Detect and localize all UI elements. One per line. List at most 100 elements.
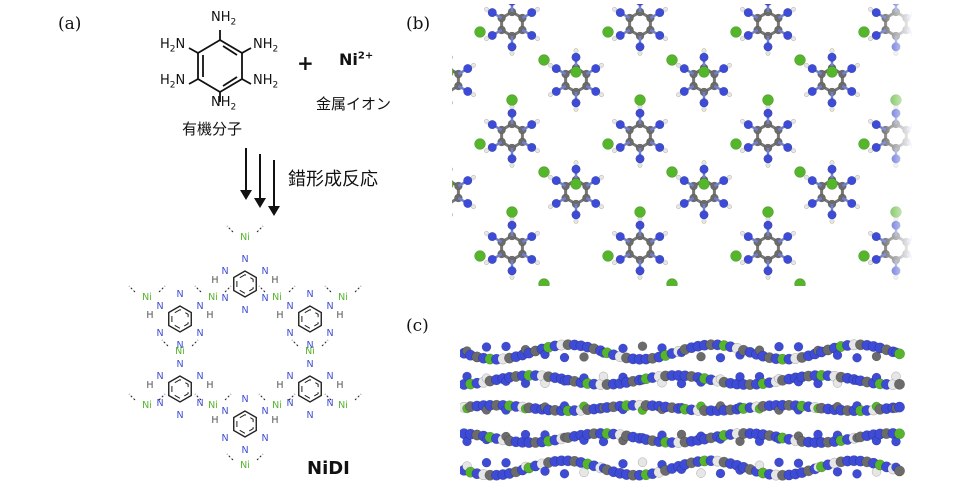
- amine-h-label: H: [276, 380, 283, 391]
- metal-ion-caption: 金属イオン: [316, 95, 392, 113]
- amine-n-label: N: [196, 371, 203, 382]
- coordination-bond: [354, 393, 362, 401]
- layer-atom: [715, 468, 726, 479]
- amine-n-label: N: [176, 359, 183, 370]
- amine-lower-right: NH2: [253, 73, 279, 91]
- amine-bottom: NH2: [211, 95, 237, 113]
- amine-n-label: N: [156, 371, 163, 382]
- amine-n-label: N: [221, 406, 228, 417]
- aromatic-bonds: [236, 274, 254, 294]
- amine-n-label: N: [306, 410, 313, 421]
- nidi-layer-stacking-view: [460, 339, 905, 481]
- amine-n-label: N: [156, 301, 163, 312]
- coordination-bond: [258, 285, 266, 293]
- layer-atom: [559, 352, 570, 363]
- amine-n-label: N: [286, 301, 293, 312]
- layer-atom: [894, 378, 905, 390]
- plus-sign: +: [297, 51, 314, 75]
- panel-label-a: (a): [58, 14, 82, 34]
- coordination-bond: [224, 285, 232, 293]
- coordination-bond: [256, 453, 264, 461]
- layer-atom: [579, 467, 589, 478]
- coordination-bond: [128, 285, 136, 293]
- layer-atom: [871, 351, 882, 362]
- amine-h-label: H: [206, 380, 213, 391]
- amine-n-label: N: [261, 293, 268, 304]
- complexation-reaction-caption: 錯形成反応: [288, 169, 378, 190]
- coordination-bond: [324, 393, 332, 401]
- coordination-bond: [158, 285, 166, 293]
- amine-n-label: N: [196, 301, 203, 312]
- organic-molecule-caption: 有機分子: [182, 120, 243, 138]
- layer-atom: [696, 468, 706, 478]
- amine-n-label: N: [286, 371, 293, 382]
- aromatic-bonds: [171, 309, 189, 329]
- layer-atom: [501, 341, 511, 352]
- amine-h-label: H: [211, 275, 218, 286]
- amine-top: NH2: [211, 10, 237, 28]
- benzene-ring: [233, 270, 257, 298]
- layer-atom: [852, 353, 862, 363]
- benzene-ring: [298, 375, 322, 403]
- amine-n-label: N: [306, 289, 313, 300]
- amine-lower-left: H2N: [160, 73, 186, 91]
- coordination-bond: [288, 285, 296, 293]
- layer-atom: [559, 469, 570, 479]
- coordination-bond: [128, 393, 136, 401]
- amine-n-label: N: [196, 398, 203, 409]
- coordination-bond: [226, 453, 234, 461]
- coordination-bond: [194, 285, 202, 293]
- layer-atom: [832, 467, 843, 477]
- nickel-atom-label: Ni: [142, 292, 152, 303]
- amine-h-label: H: [271, 275, 278, 286]
- amine-n-label: N: [156, 328, 163, 339]
- amine-n-label: N: [176, 340, 183, 351]
- aromatic-bonds: [171, 379, 189, 399]
- amine-n-label: N: [196, 328, 203, 339]
- coordination-bond: [226, 225, 234, 233]
- coordination-bond: [288, 393, 296, 401]
- panel-label-c: (c): [406, 316, 429, 336]
- aromatic-bonds: [301, 379, 319, 399]
- coordination-bond: [291, 339, 299, 347]
- nickel-atom-label: Ni: [305, 346, 315, 357]
- amine-n-label: N: [286, 398, 293, 409]
- reaction-arrows: [240, 148, 280, 216]
- coordination-bond: [191, 339, 199, 347]
- amine-n-label: N: [261, 266, 268, 277]
- layer-atom: [894, 428, 905, 440]
- layer-atom: [637, 341, 648, 351]
- coordination-bond: [161, 339, 169, 347]
- layer-atom: [618, 458, 628, 469]
- amine-n-label: N: [326, 398, 333, 409]
- benzene-ring: [233, 410, 257, 438]
- amine-h-label: H: [271, 415, 278, 426]
- coordination-bond: [354, 285, 362, 293]
- amine-n-label: N: [241, 305, 248, 316]
- edge-fade: [452, 4, 912, 286]
- layer-atom: [894, 348, 905, 360]
- nickel-atom-label: Ni: [240, 232, 250, 243]
- layer-atom: [540, 466, 550, 476]
- benzene-ring: [298, 305, 322, 333]
- hexaaminobenzene-structure: [188, 30, 252, 102]
- coordination-bond: [158, 393, 166, 401]
- amine-n-label: N: [221, 266, 228, 277]
- coordination-bond: [324, 285, 332, 293]
- aromatic-bonds: [301, 309, 319, 329]
- layer-atom: [894, 401, 905, 413]
- layer-atom: [481, 457, 492, 468]
- amine-n-label: N: [241, 445, 248, 456]
- product-name: NiDI: [307, 458, 350, 479]
- amine-n-label: N: [286, 328, 293, 339]
- amine-n-label: N: [306, 359, 313, 370]
- amine-n-label: N: [241, 254, 248, 265]
- amine-h-label: H: [211, 415, 218, 426]
- amine-n-label: N: [326, 328, 333, 339]
- layer-atom: [618, 343, 628, 354]
- nickel-atom-label: Ni: [272, 400, 282, 411]
- panel-label-b: (b): [406, 14, 431, 34]
- layer-atom: [894, 465, 905, 477]
- amine-h-label: H: [276, 310, 283, 321]
- amine-upper-left: H2N: [160, 37, 186, 55]
